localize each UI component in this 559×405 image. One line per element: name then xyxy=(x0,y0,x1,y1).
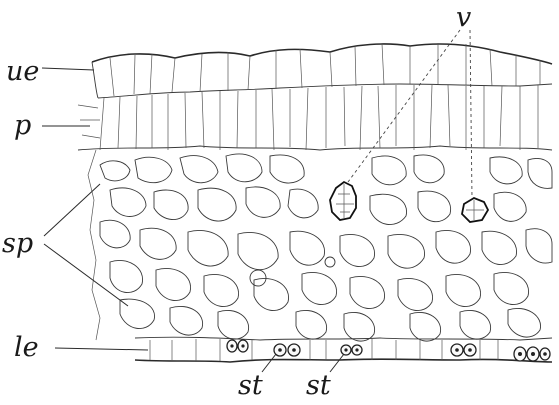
palisade-layer xyxy=(78,85,552,150)
vein-bundles xyxy=(330,182,488,222)
stoma-4 xyxy=(451,344,476,356)
leader-v-right xyxy=(470,30,472,198)
labels: ue p sp le v st st xyxy=(2,2,471,401)
stoma-5 xyxy=(514,347,550,361)
label-stoma-1: st xyxy=(238,370,263,401)
leader-lines xyxy=(42,30,472,372)
leader-sp-lower xyxy=(44,244,128,306)
leader-ue xyxy=(42,68,94,70)
leader-st-1 xyxy=(262,354,276,372)
label-palisade: p xyxy=(14,110,31,141)
stoma-2 xyxy=(274,344,300,356)
vein-bundle-left xyxy=(330,182,356,220)
stomata xyxy=(227,340,550,361)
spongy-mesophyll xyxy=(88,150,552,341)
label-vein: v xyxy=(456,2,471,33)
stoma-1 xyxy=(227,340,248,352)
stoma-3 xyxy=(341,345,362,355)
label-lower-epidermis: le xyxy=(14,332,39,363)
vein-bundle-right xyxy=(462,198,488,222)
leader-v-left xyxy=(348,30,460,182)
label-upper-epidermis: ue xyxy=(6,56,39,87)
upper-epidermis xyxy=(92,43,552,98)
label-stoma-2: st xyxy=(306,370,331,401)
leader-st-2 xyxy=(330,354,344,372)
label-spongy: sp xyxy=(2,228,33,259)
leader-le xyxy=(55,348,148,350)
leader-sp-upper xyxy=(44,184,100,236)
